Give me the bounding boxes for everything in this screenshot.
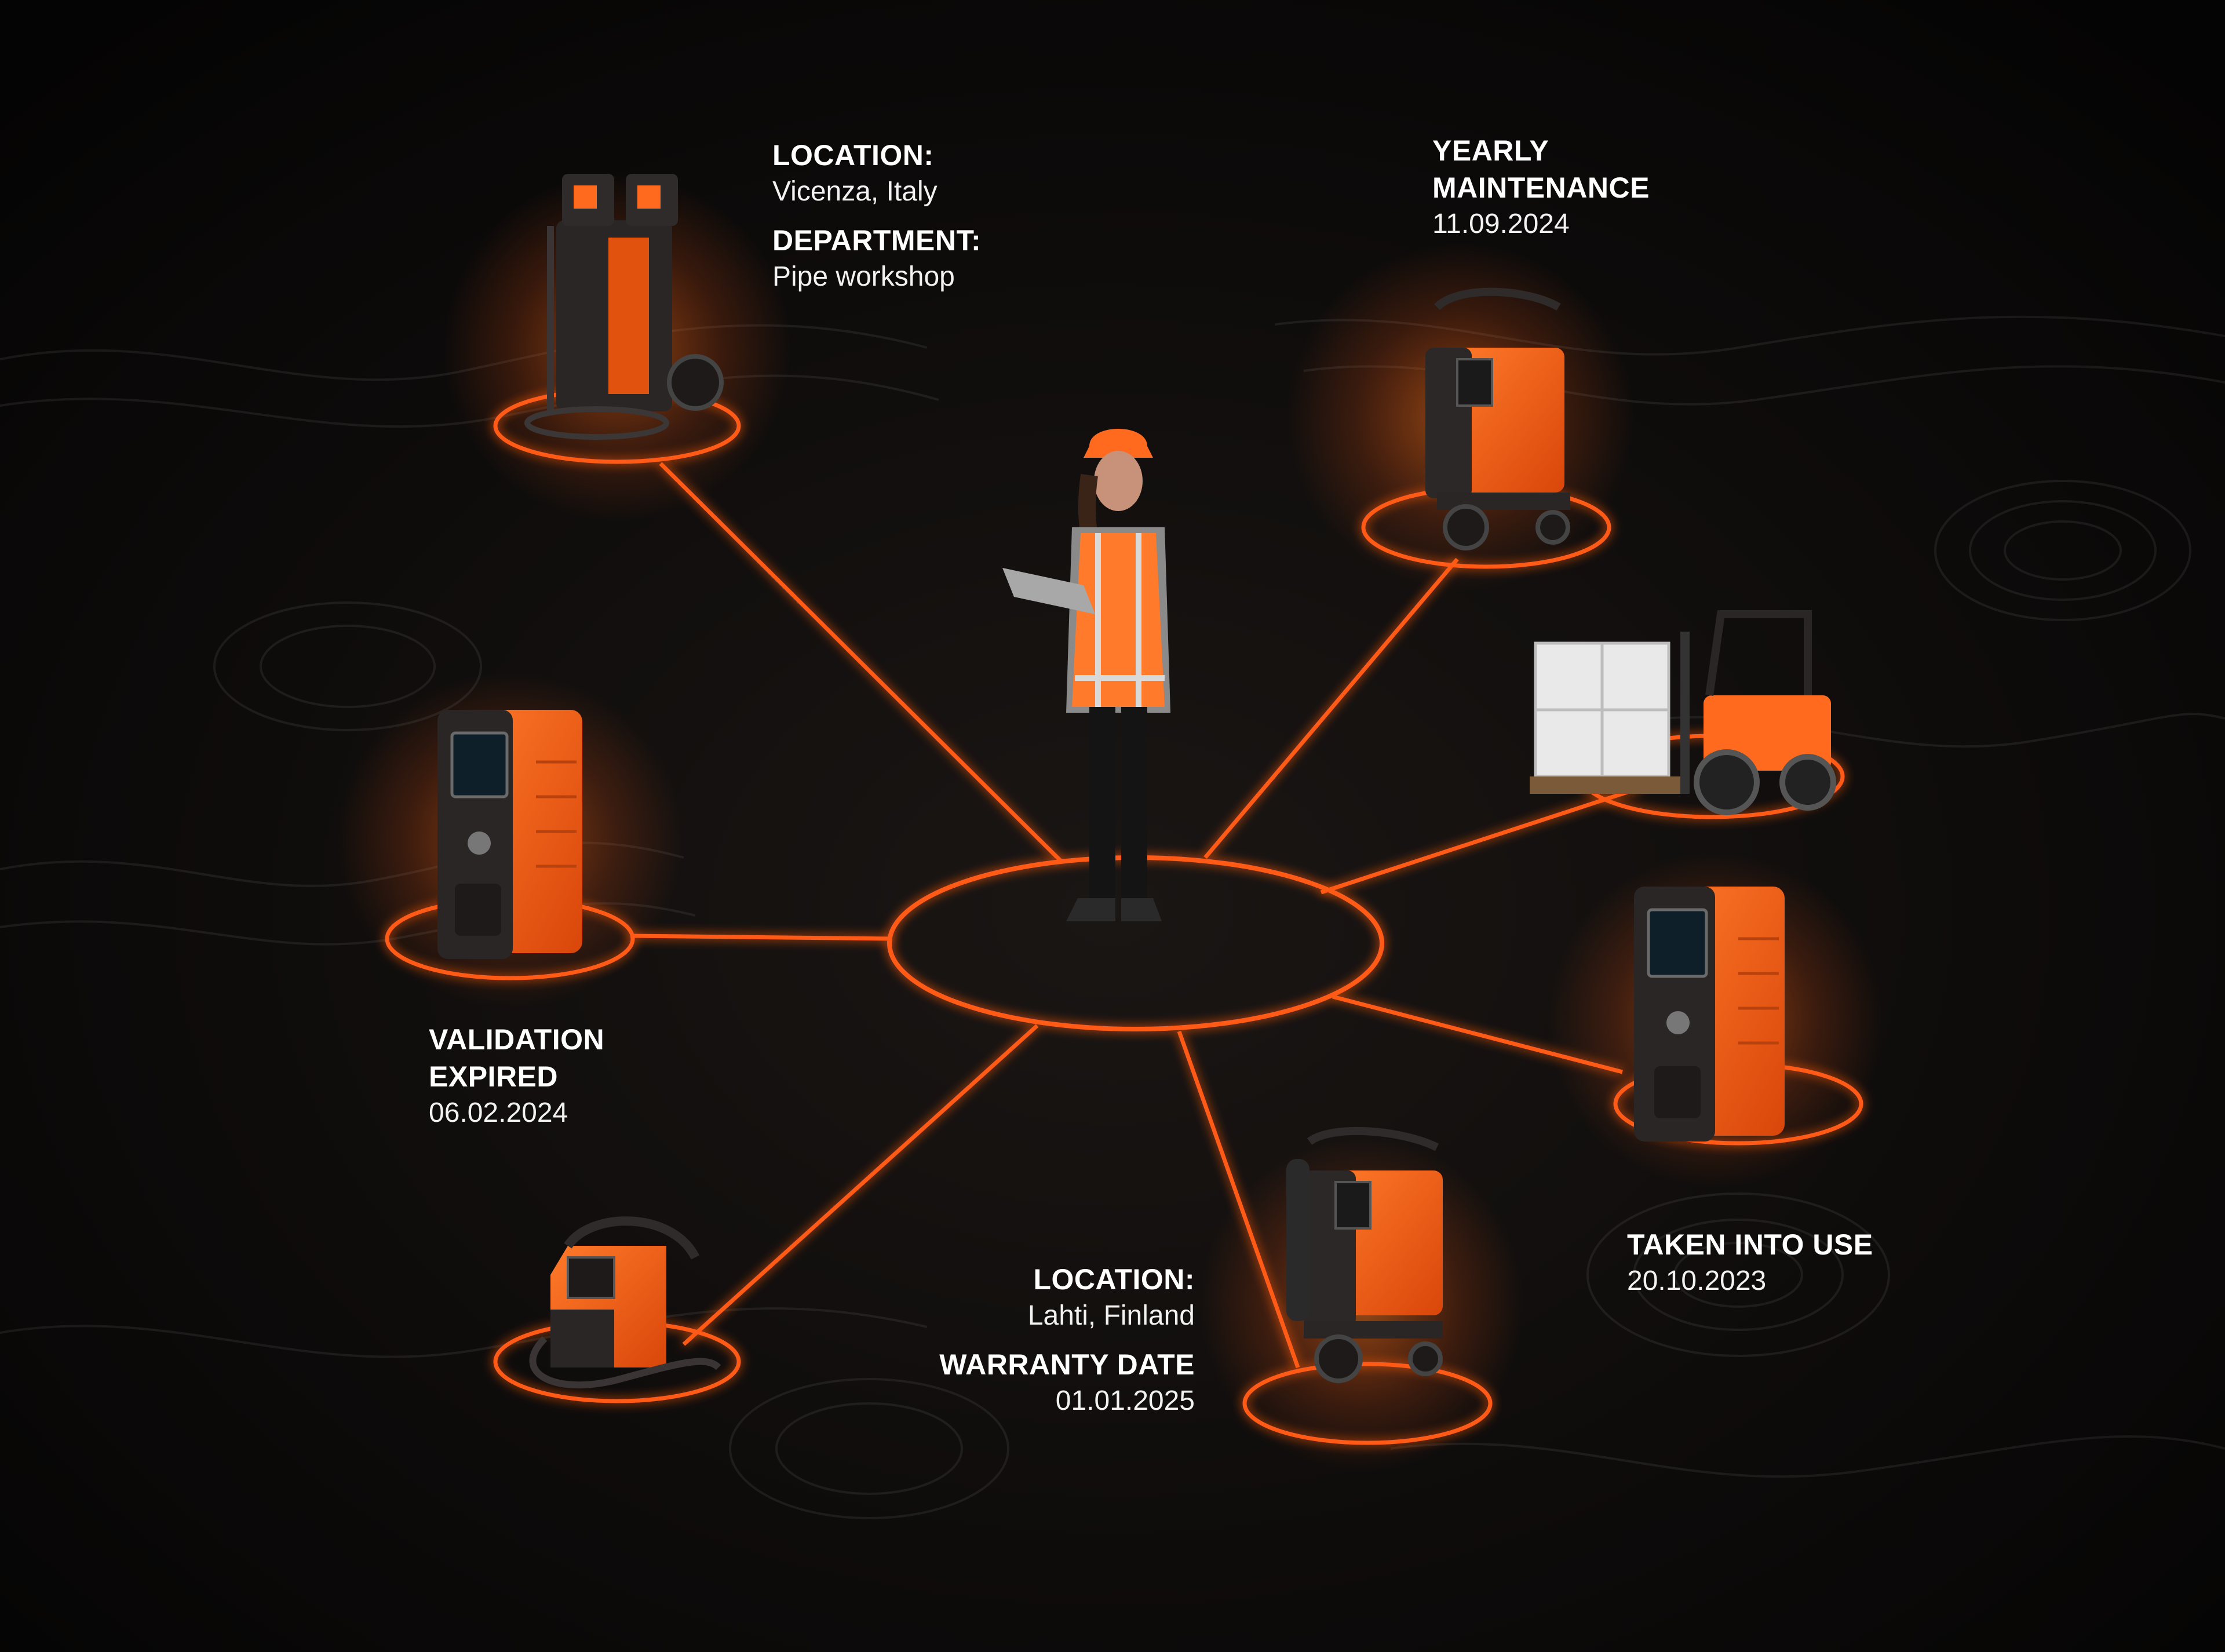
forklift-icon <box>1530 610 1836 815</box>
validation-title-line1: VALIDATION <box>429 1023 605 1056</box>
location-title-2: LOCATION: <box>1033 1263 1195 1296</box>
taken-into-use-date: 20.10.2023 <box>1627 1266 1767 1296</box>
portable-welder-icon <box>529 1216 721 1389</box>
location-value-2: Lahti, Finland <box>1027 1300 1195 1331</box>
warranty-value: 01.01.2025 <box>1055 1385 1195 1417</box>
link-left <box>630 933 893 941</box>
warranty-title: WARRANTY DATE <box>939 1348 1195 1381</box>
worker-with-laptop-icon <box>1002 429 1170 921</box>
label-top-right: YEARLY MAINTENANCE 11.09.2024 <box>1432 132 1650 254</box>
wire-feeder-trolley-icon-2 <box>1286 1126 1443 1383</box>
validation-date: 06.02.2024 <box>429 1097 568 1128</box>
label-bottom-right: TAKEN INTO USE 20.10.2023 <box>1627 1226 1873 1311</box>
link-top-right <box>1203 557 1459 859</box>
maintenance-date: 11.09.2024 <box>1432 209 1570 239</box>
location-title: LOCATION: <box>772 139 934 172</box>
department-value: Pipe workshop <box>772 261 955 293</box>
taken-into-use-title: TAKEN INTO USE <box>1627 1228 1873 1261</box>
maintenance-title-line1: YEARLY <box>1432 134 1549 167</box>
label-left: VALIDATION EXPIRED 06.02.2024 <box>429 1021 604 1143</box>
link-top-left <box>659 462 1062 862</box>
welding-inverter-icon <box>437 710 582 959</box>
link-bottom-left <box>682 1024 1039 1346</box>
link-forklift <box>1320 786 1641 895</box>
validation-title-line2: EXPIRED <box>429 1060 559 1093</box>
maintenance-title-line2: MAINTENANCE <box>1432 172 1650 204</box>
label-top-left: LOCATION: Vicenza, Italy DEPARTMENT: Pip… <box>772 137 981 308</box>
ring-bottom-center <box>1242 1362 1493 1445</box>
wire-feeder-trolley-icon <box>1425 287 1570 550</box>
welding-inverter-icon-2 <box>1634 887 1785 1142</box>
location-value: Vicenza, Italy <box>772 176 938 207</box>
label-bottom-center: LOCATION: Lahti, Finland WARRANTY DATE 0… <box>904 1261 1195 1432</box>
welding-machine-trolley-icon <box>524 174 724 440</box>
department-title: DEPARTMENT: <box>772 224 982 257</box>
